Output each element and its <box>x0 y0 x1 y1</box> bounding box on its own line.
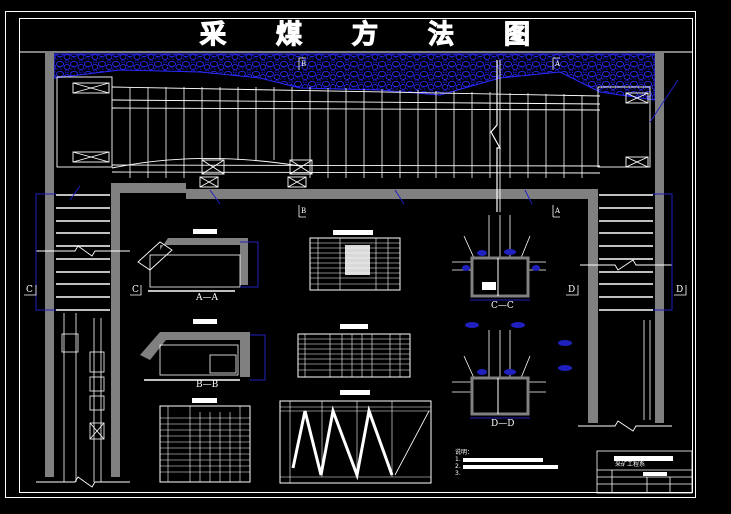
right-roadway <box>599 194 653 311</box>
left-roadway <box>56 194 110 311</box>
view-label-bb: B—B <box>196 380 219 390</box>
pillars <box>45 52 664 477</box>
section-marker-b-bottom: B <box>301 207 307 215</box>
section-marker-d-inner: D <box>568 285 576 295</box>
title-char-2: 煤 <box>275 19 302 50</box>
notes-line-2: 2. <box>455 463 558 470</box>
title-char-3: 方 <box>351 19 378 50</box>
rock-overburden <box>53 53 656 101</box>
notes-heading: 说明： <box>455 449 474 456</box>
section-marker-c-left: C <box>26 285 33 295</box>
left-conveyor <box>61 313 651 482</box>
section-markers <box>24 57 687 296</box>
title-block <box>596 450 693 494</box>
longwall-face <box>56 60 651 212</box>
section-marker-a-bottom: A <box>555 207 561 215</box>
notes-line-1: 1. <box>455 456 558 463</box>
parameter-table-1 <box>309 230 401 291</box>
dimension-brackets <box>35 79 679 311</box>
break-lines <box>36 245 672 488</box>
view-label-dd: D—D <box>491 419 515 429</box>
section-marker-c-inner: C <box>132 285 139 295</box>
title-char-5: 图 <box>503 19 530 50</box>
section-marker-b-top: B <box>301 60 307 68</box>
title-block-name: 采矿工程系 <box>615 461 646 468</box>
section-a-a <box>137 229 259 292</box>
view-label-aa: A—A <box>196 293 218 303</box>
notes-line-3: 3. <box>455 470 461 477</box>
support-columns <box>129 87 583 178</box>
title-char-1: 采 <box>199 19 227 50</box>
parameter-table-3 <box>159 398 251 483</box>
drawing-frame <box>5 11 696 498</box>
cycle-operation-chart <box>279 390 432 484</box>
drawing-notes: 说明： 1. 2. 3. <box>455 449 558 477</box>
section-c-c <box>452 215 546 301</box>
view-label-cc: C—C <box>491 301 514 311</box>
parameter-table-2 <box>297 324 411 378</box>
title-char-4: 法 <box>427 19 454 50</box>
drawing-title: 采 煤 方 法 图 <box>199 15 530 50</box>
section-marker-d-right: D <box>676 285 684 295</box>
section-d-d <box>452 322 572 419</box>
section-marker-a-top: A <box>555 60 561 68</box>
section-b-b <box>140 319 266 381</box>
